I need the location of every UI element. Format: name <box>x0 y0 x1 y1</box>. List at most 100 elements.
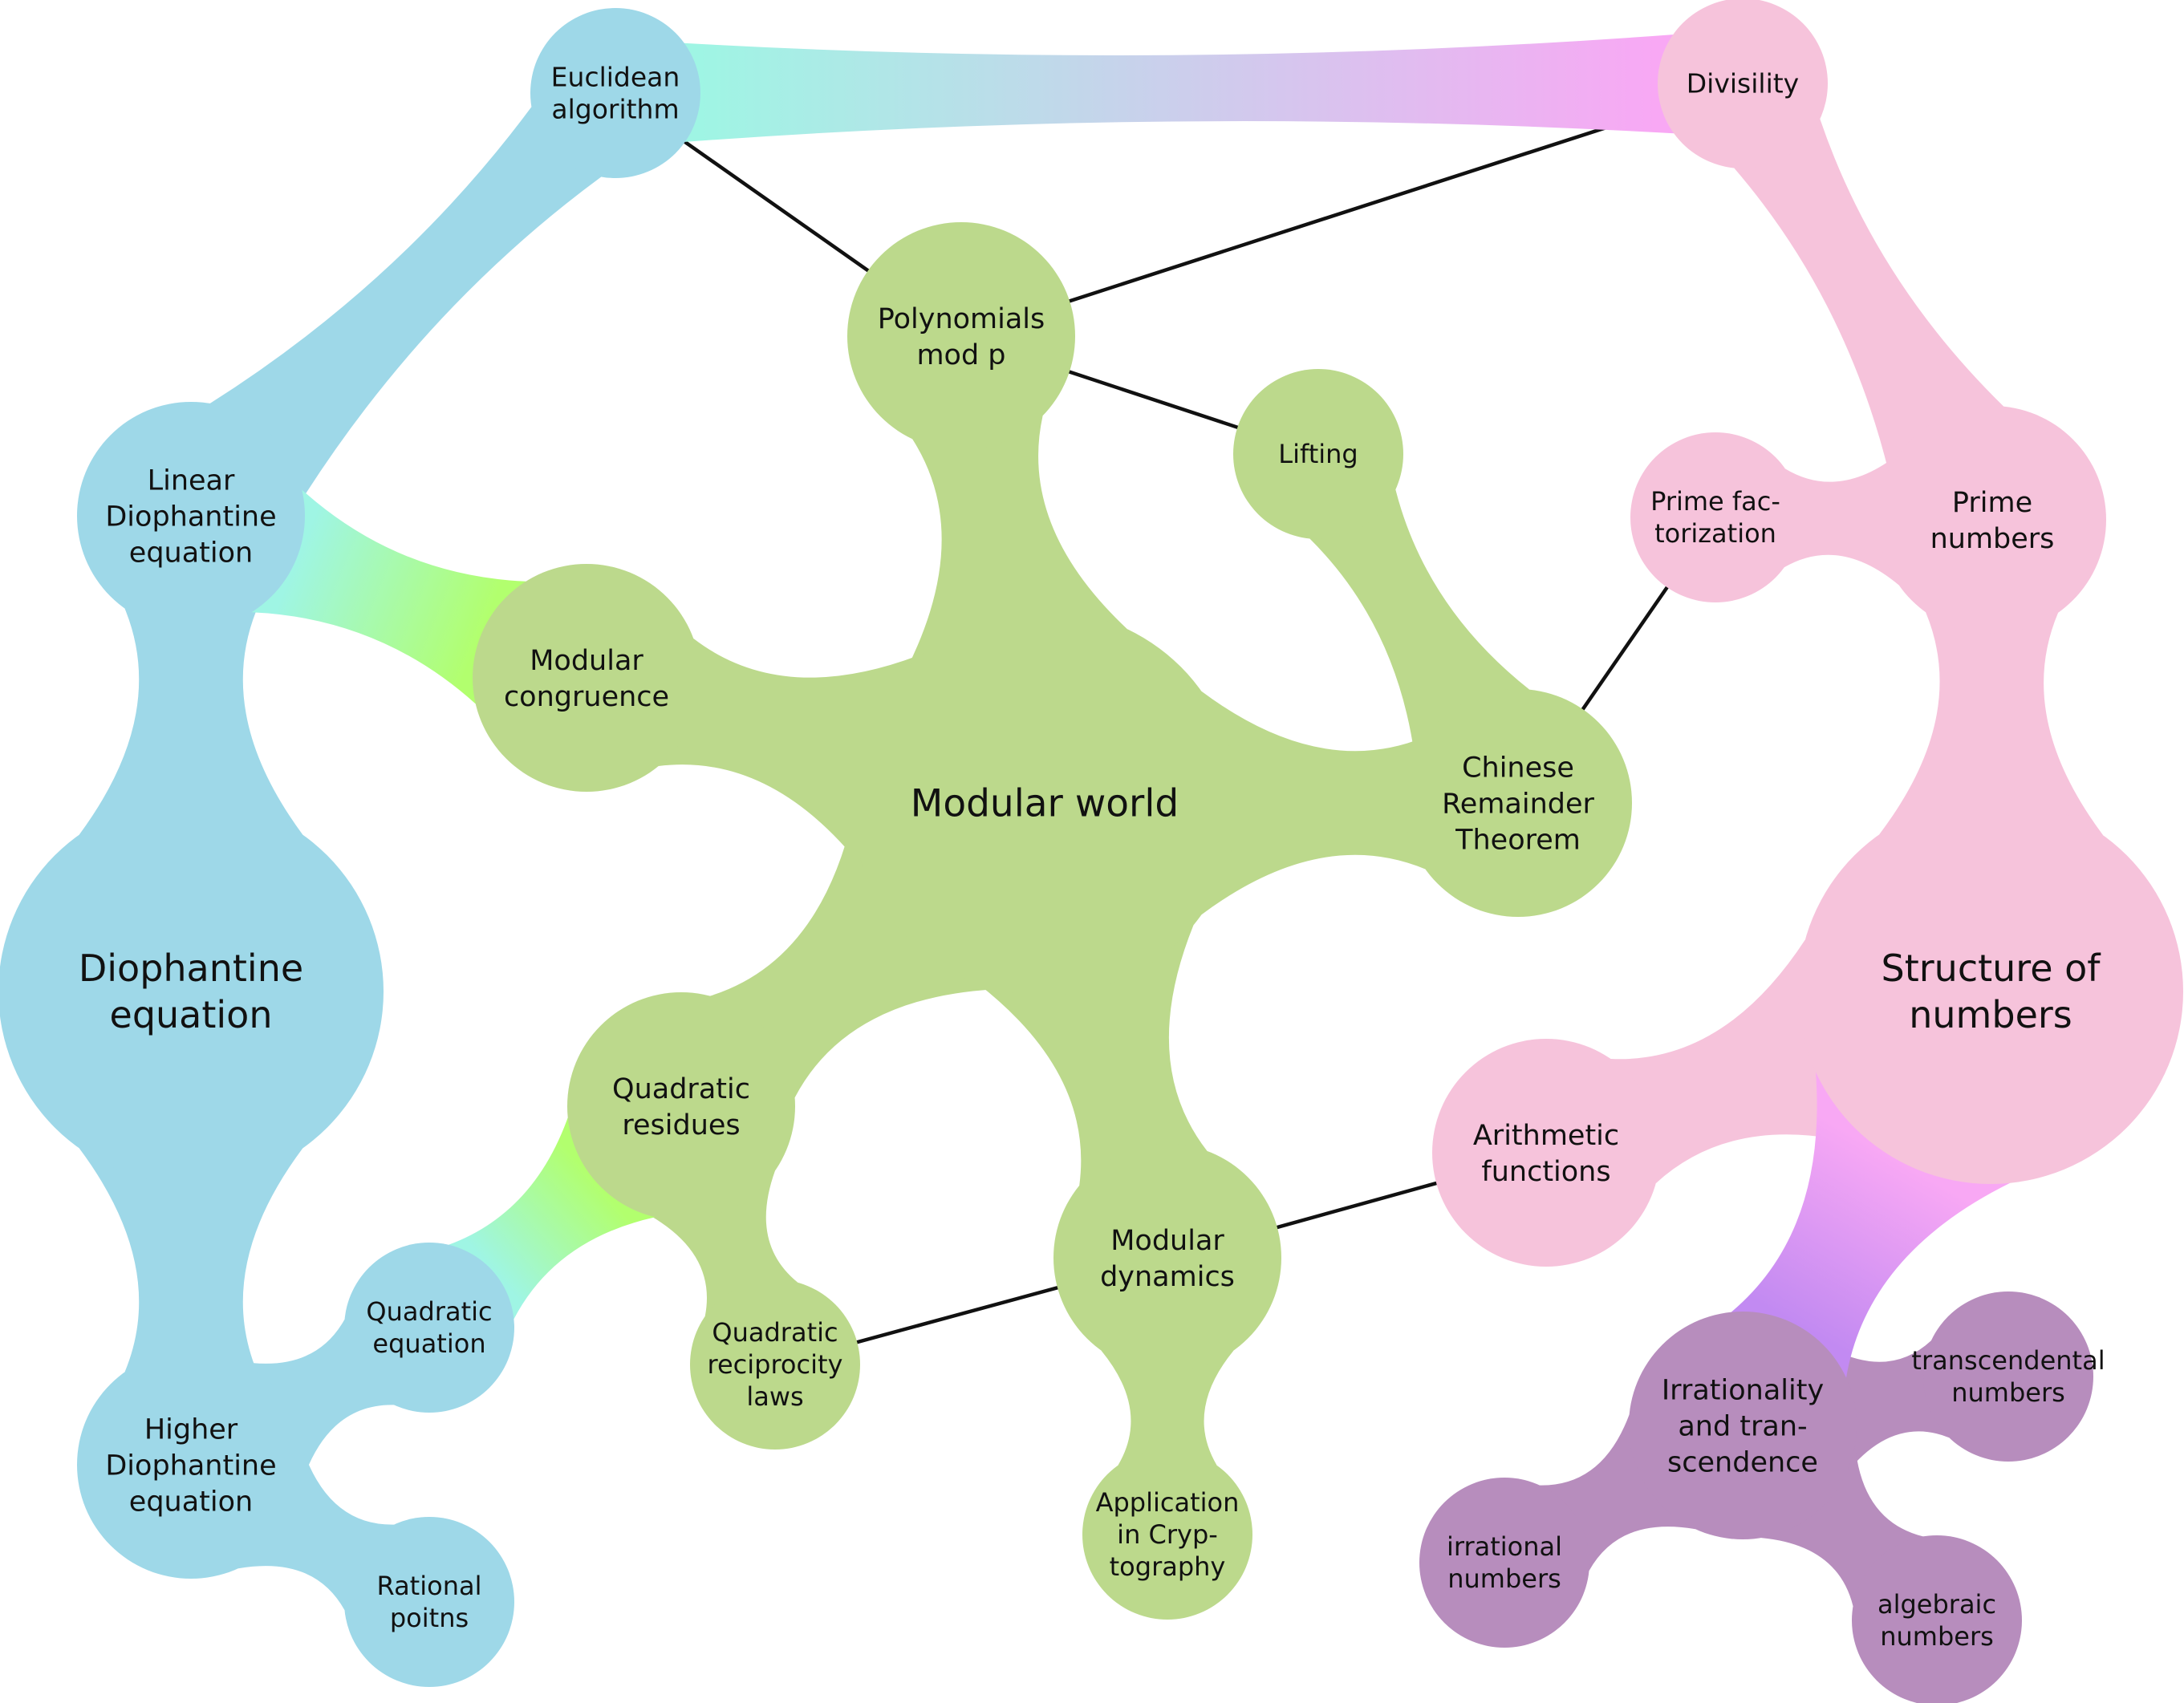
node-label-line: Divisility <box>1687 68 1799 99</box>
node-circle-modular-dynamics <box>1053 1144 1281 1372</box>
node-arith-func: Arithmetic functions <box>1432 1039 1660 1267</box>
node-circle-higher-dioph <box>77 1351 305 1579</box>
node-label-arith-func: Arithmetic functions <box>1473 1120 1619 1188</box>
node-label-line: mod p <box>916 339 1005 371</box>
node-circle-quad-eq <box>344 1243 514 1413</box>
node-label-line: Higher <box>144 1413 238 1446</box>
node-label-line: Modular <box>1110 1225 1224 1257</box>
node-label-line: Structure of <box>1882 947 2102 990</box>
node-label-line: dynamics <box>1100 1261 1235 1293</box>
node-modular-dynamics: Modular dynamics <box>1053 1144 1281 1372</box>
node-circle-linear-dioph <box>77 402 305 630</box>
branch-linear-dioph-to-euclid <box>209 107 602 497</box>
node-circle-diophantine <box>0 799 384 1184</box>
branch-modular-dynamics-to-crypto <box>1101 1350 1234 1466</box>
node-label-line: numbers <box>1930 523 2055 555</box>
node-label-line: irrational <box>1447 1531 1562 1562</box>
branch-structure-to-prime-numbers <box>1879 612 2104 836</box>
node-label-line: functions <box>1481 1156 1610 1188</box>
node-label-line: Quadratic <box>366 1296 492 1327</box>
bridge-linear-dioph-to-modular-congruence <box>251 489 526 704</box>
node-label-line: congruence <box>504 681 669 713</box>
node-label-line: tography <box>1110 1551 1226 1582</box>
node-label-line: Polynomials <box>878 303 1045 335</box>
node-label-line: equation <box>372 1328 485 1359</box>
node-label-line: numbers <box>1447 1563 1561 1594</box>
node-label-line: Chinese <box>1462 752 1574 784</box>
node-label-line: Modular world <box>911 782 1179 826</box>
node-circle-irrationality <box>1629 1312 1857 1539</box>
node-label-modular-world: Modular world <box>911 782 1179 826</box>
node-label-line: Quadratic <box>612 1073 750 1105</box>
node-label-poly-mod-p: Polynomials mod p <box>878 303 1045 371</box>
node-circle-poly-mod-p <box>847 222 1075 450</box>
branch-diophantine-to-higher-dioph <box>79 1148 303 1373</box>
node-lifting: Lifting <box>1233 369 1403 539</box>
node-poly-mod-p: Polynomials mod p <box>847 222 1075 450</box>
branch-modular-world-to-quad-residues <box>709 817 997 1098</box>
node-label-prime-fact: Prime fac-torization <box>1650 486 1780 549</box>
node-label-line: Arithmetic <box>1473 1120 1619 1152</box>
branch-diophantine-to-linear-dioph <box>79 608 303 835</box>
node-circle-euclid <box>530 8 700 178</box>
node-label-line: and tran- <box>1678 1410 1807 1442</box>
branch-modular-world-to-crt <box>1201 691 1426 915</box>
node-label-line: Diophantine <box>105 501 276 533</box>
node-label-prime-numbers: Prime numbers <box>1930 487 2055 555</box>
node-label-line: in Cryp- <box>1117 1519 1218 1550</box>
node-label-line: Euclidean <box>551 62 680 93</box>
node-label-line: Prime fac- <box>1650 486 1780 517</box>
node-label-line: Rational <box>377 1571 482 1601</box>
node-circle-rational <box>344 1517 514 1687</box>
node-label-line: algorithm <box>551 94 679 125</box>
node-label-line: equation <box>129 537 253 569</box>
node-label-lifting: Lifting <box>1278 439 1358 469</box>
node-label-line: numbers <box>1880 1621 1994 1652</box>
node-label-line: Application <box>1096 1487 1240 1518</box>
node-circle-arith-func <box>1432 1039 1660 1267</box>
bridges <box>251 34 2011 1378</box>
node-label-line: transcendental <box>1911 1345 2105 1376</box>
node-label-line: Modular <box>530 645 643 677</box>
node-label-modular-congruence: Modular congruence <box>504 645 669 713</box>
node-label-line: algebraic <box>1878 1589 1996 1620</box>
node-label-line: numbers <box>1951 1377 2065 1408</box>
node-label-modular-dynamics: Modular dynamics <box>1100 1225 1235 1293</box>
node-circle-crt <box>1404 689 1632 917</box>
node-label-line: torization <box>1654 518 1776 549</box>
node-circle-algebraic <box>1852 1535 2022 1703</box>
branch-prime-numbers-to-divisility <box>1734 119 2004 472</box>
node-label-line: reciprocity <box>708 1349 843 1380</box>
node-label-line: Diophantine <box>79 947 303 990</box>
node-label-line: Prime <box>1952 487 2032 519</box>
node-modular-world: Modular world <box>852 610 1237 995</box>
node-circle-lifting <box>1233 369 1403 539</box>
node-label-line: Theorem <box>1455 824 1581 856</box>
bridge-euclid-to-divisility <box>684 34 1675 142</box>
